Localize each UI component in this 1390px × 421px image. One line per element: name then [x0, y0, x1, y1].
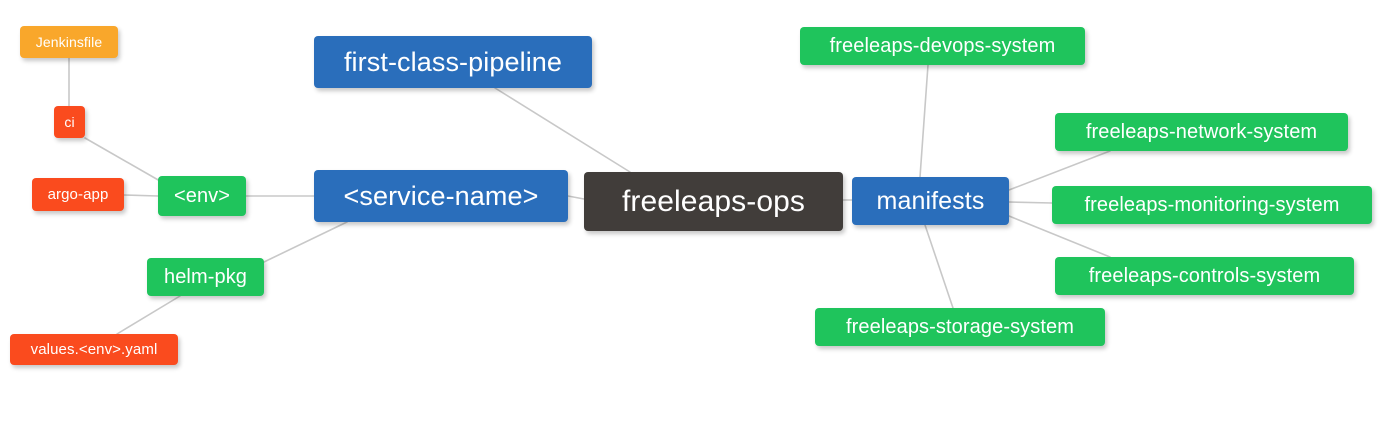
- edge-manifests-devops: [919, 64, 929, 178]
- mindmap-node-label: manifests: [876, 186, 985, 215]
- mindmap-node-service-name[interactable]: <service-name>: [314, 170, 568, 222]
- edge-firstclasspipeline-freeleapsops: [494, 87, 631, 173]
- mindmap-node-freeleaps-controls-system[interactable]: freeleaps-controls-system: [1055, 257, 1354, 295]
- mindmap-node-freeleaps-ops[interactable]: freeleaps-ops: [584, 172, 843, 231]
- mindmap-node-ci[interactable]: ci: [54, 106, 85, 138]
- mindmap-node-helm-pkg[interactable]: helm-pkg: [147, 258, 264, 296]
- edge-servicename-freeleapsops: [567, 195, 585, 200]
- edge-helmpkg-servicename: [263, 221, 348, 263]
- mindmap-node-env[interactable]: <env>: [158, 176, 246, 216]
- mindmap-node-label: ci: [64, 114, 75, 130]
- edge-manifests-monitoring: [1008, 201, 1053, 204]
- mindmap-node-label: freeleaps-controls-system: [1088, 265, 1321, 287]
- mindmap-node-label: helm-pkg: [163, 266, 248, 288]
- mindmap-node-freeleaps-storage-system[interactable]: freeleaps-storage-system: [815, 308, 1105, 346]
- mindmap-node-label: freeleaps-devops-system: [829, 35, 1056, 57]
- mindmap-node-freeleaps-monitoring-system[interactable]: freeleaps-monitoring-system: [1052, 186, 1372, 224]
- edge-valuesyaml-helmpkg: [116, 295, 181, 335]
- mindmap-node-label: Jenkinsfile: [35, 34, 103, 50]
- edge-manifests-storage: [924, 224, 954, 309]
- mindmap-node-label: first-class-pipeline: [343, 46, 563, 77]
- mindmap-node-freeleaps-network-system[interactable]: freeleaps-network-system: [1055, 113, 1348, 151]
- mindmap-node-argo-app[interactable]: argo-app: [32, 178, 124, 211]
- mindmap-node-label: freeleaps-network-system: [1085, 121, 1318, 143]
- mindmap-node-first-class-pipeline[interactable]: first-class-pipeline: [314, 36, 592, 88]
- mindmap-node-label: values.<env>.yaml: [30, 341, 158, 358]
- edge-argoapp-env: [123, 194, 159, 197]
- mindmap-node-label: freeleaps-monitoring-system: [1084, 194, 1340, 216]
- edge-ci-env: [84, 137, 161, 182]
- mindmap-node-label: freeleaps-ops: [621, 184, 806, 218]
- mindmap-node-label: <env>: [173, 185, 231, 207]
- mindmap-node-label: freeleaps-storage-system: [845, 316, 1075, 338]
- mindmap-node-manifests[interactable]: manifests: [852, 177, 1009, 225]
- mindmap-node-values-env-yaml[interactable]: values.<env>.yaml: [10, 334, 178, 365]
- mindmap-node-jenkinsfile[interactable]: Jenkinsfile: [20, 26, 118, 58]
- mindmap-node-freeleaps-devops-system[interactable]: freeleaps-devops-system: [800, 27, 1085, 65]
- mindmap-node-label: <service-name>: [343, 180, 539, 211]
- edge-manifests-network: [1008, 150, 1111, 191]
- mindmap-node-label: argo-app: [47, 186, 109, 203]
